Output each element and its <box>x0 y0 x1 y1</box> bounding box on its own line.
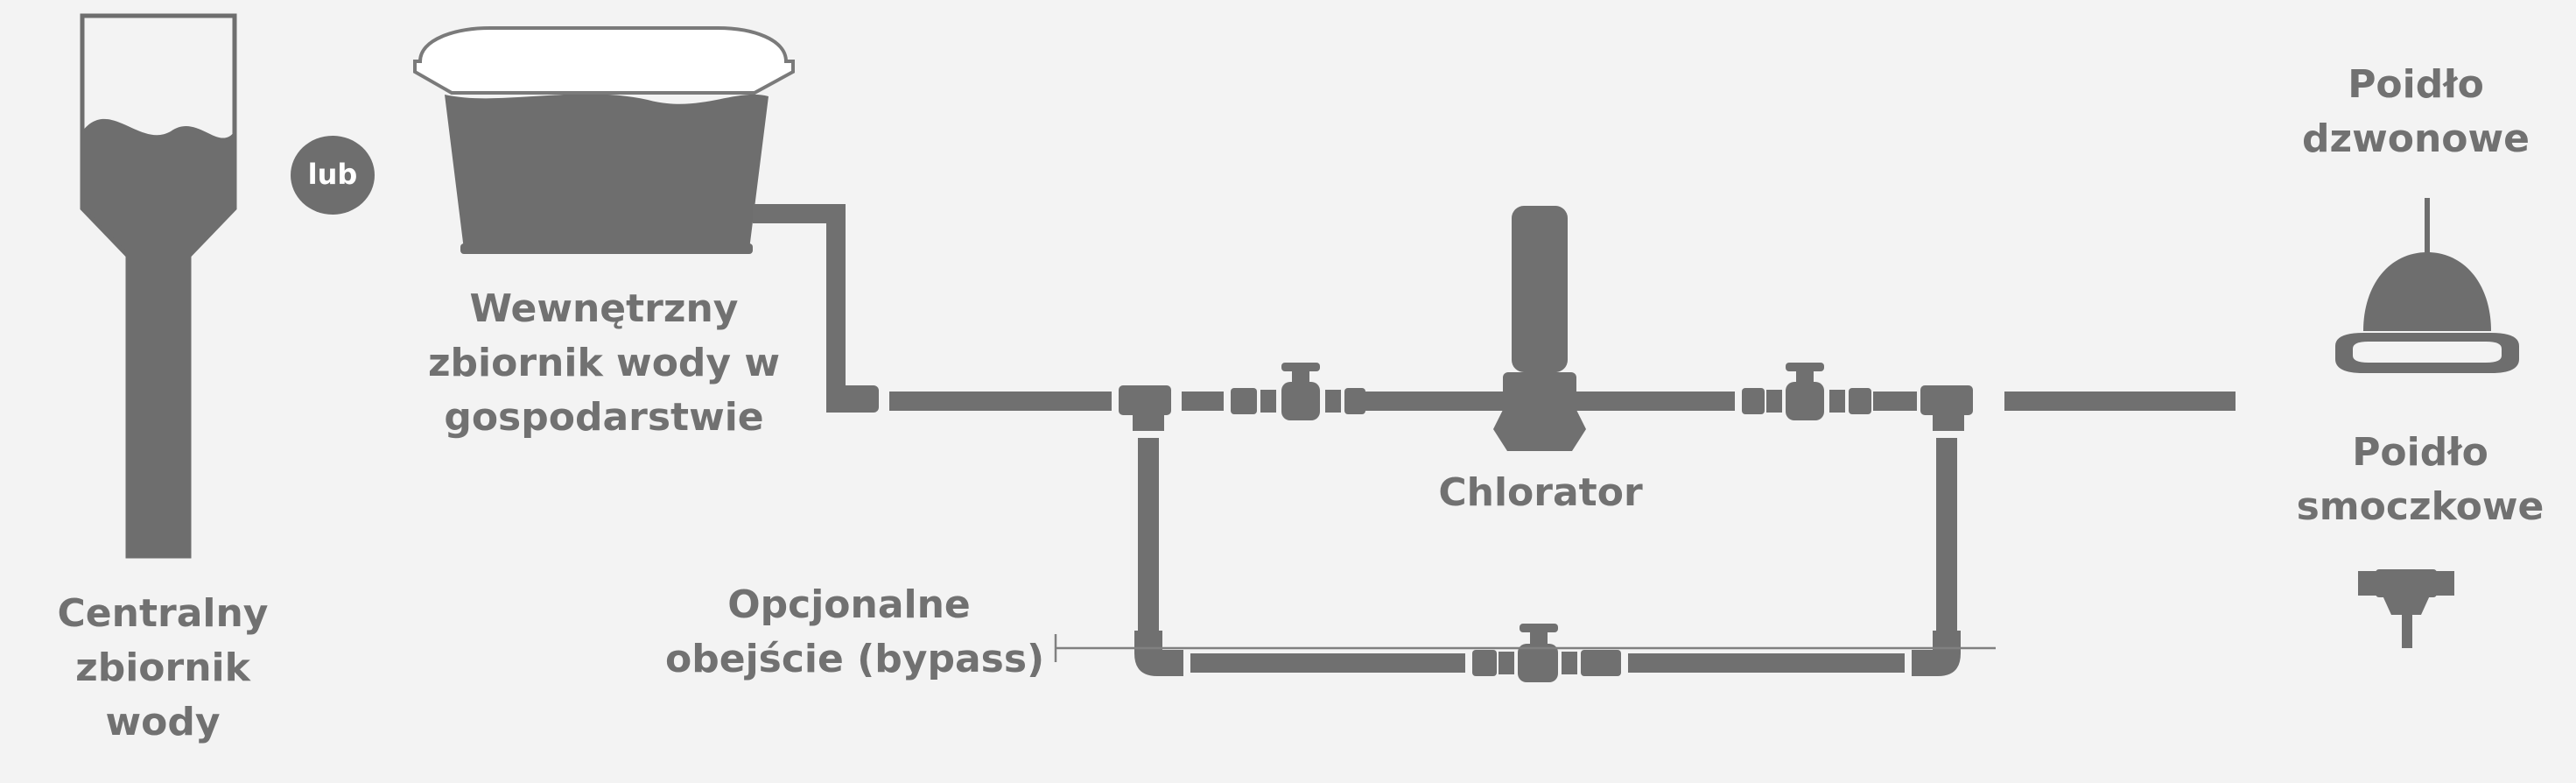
central-water-tower <box>80 13 237 559</box>
nipple-drinker <box>2358 569 2454 648</box>
right-tee <box>1920 385 1973 415</box>
or-label: lub <box>307 158 358 191</box>
elbow-joint <box>826 385 879 413</box>
bypass-label-line1: Opcjonalne <box>727 582 971 627</box>
or-badge <box>291 136 375 215</box>
bell-drinker-label: Poidło dzwonowe <box>2267 58 2565 166</box>
right-tee-stub <box>1933 412 1964 431</box>
tower-tank-water <box>82 118 235 556</box>
main-line-4 <box>1691 392 1735 411</box>
bypass-right-elbow <box>1912 631 1961 676</box>
bypass-label-line2: obejście (bypass) <box>665 637 1045 681</box>
valve-right <box>1742 363 1871 420</box>
farm-water-tank <box>413 26 795 254</box>
nipple-drinker-label-line1: Poidło <box>2352 430 2488 475</box>
bell-drinker <box>2335 198 2519 373</box>
central-tank-label: Centralny zbiornik wody <box>32 587 294 750</box>
main-line-1 <box>889 392 1112 411</box>
farm-tank-body <box>445 94 769 250</box>
bell-drinker-label-line1: Poidło <box>2348 62 2484 107</box>
main-line-2 <box>1182 392 1224 411</box>
tank-outlet-pipe <box>753 204 840 223</box>
valve-left <box>1231 363 1365 420</box>
valve-bypass <box>1472 624 1621 682</box>
central-tank-label-line3: wody <box>105 700 221 744</box>
farm-tank-label-line1: Wewnętrzny <box>469 286 739 331</box>
chlorinator-unit <box>1493 206 1586 451</box>
main-line-6 <box>2004 392 2236 411</box>
chlorinator-label: Chlorator <box>1438 470 1643 515</box>
farm-tank-label: Wewnętrzny zbiornik wody w gospodarstwie <box>376 282 832 445</box>
main-line-5 <box>1873 392 1917 411</box>
left-tee-stub <box>1133 412 1164 431</box>
bypass-left-vertical <box>1138 438 1159 632</box>
farm-tank-base <box>460 243 753 254</box>
farm-tank-lid <box>413 26 795 95</box>
drop-pipe <box>826 204 846 413</box>
nipple-drinker-label: Poidło smoczkowe <box>2267 426 2573 534</box>
tower-tank-outline <box>80 13 237 559</box>
bypass-bottom-2 <box>1628 653 1905 673</box>
central-tank-label-line1: Centralny <box>57 591 269 636</box>
farm-tank-label-line2: zbiornik wody w <box>427 341 781 385</box>
farm-tank-label-line3: gospodarstwie <box>444 395 764 440</box>
nipple-drinker-label-line2: smoczkowe <box>2296 484 2544 529</box>
left-tee <box>1119 385 1171 415</box>
bypass-right-vertical <box>1936 438 1957 632</box>
bypass-label: Opcjonalne obejście (bypass) <box>665 578 1045 687</box>
bypass-indicator <box>1054 634 1996 662</box>
bell-drinker-label-line2: dzwonowe <box>2301 116 2530 161</box>
bypass-left-elbow <box>1134 631 1183 676</box>
central-tank-label-line2: zbiornik <box>75 645 250 690</box>
bypass-bottom-1 <box>1190 653 1465 673</box>
